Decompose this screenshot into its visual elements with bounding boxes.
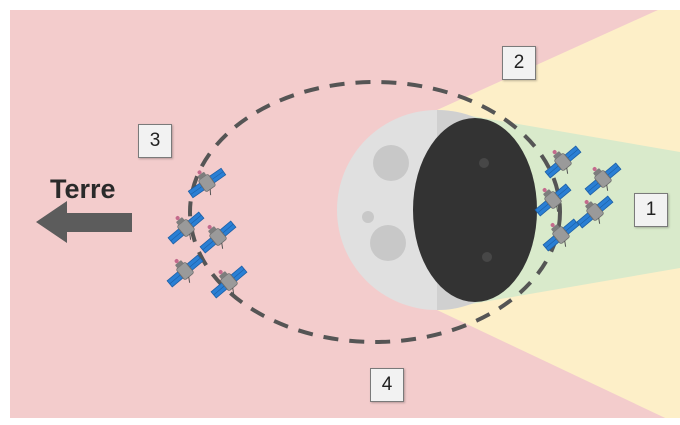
earth-label: Terre (50, 174, 116, 204)
region-label-2: 2 (502, 46, 536, 80)
orbit-path (188, 80, 562, 344)
region-label-3: 3 (138, 124, 172, 158)
region-label-4: 4 (370, 368, 404, 402)
arrow-left-icon (36, 201, 132, 243)
region-label-1: 1 (634, 193, 668, 227)
